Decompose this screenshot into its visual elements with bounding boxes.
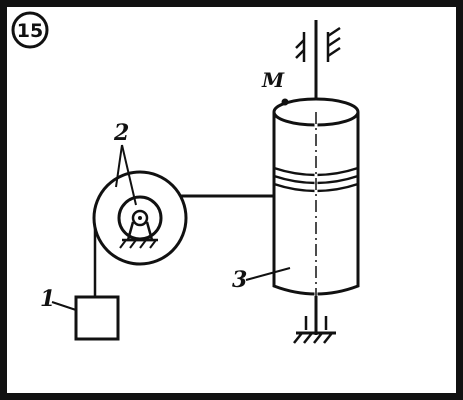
pulley <box>92 170 188 266</box>
label-drum: 3 <box>232 267 247 293</box>
point-m-label: M <box>261 68 285 92</box>
point-m-marker <box>281 98 289 106</box>
top-bearing-support <box>295 26 341 62</box>
bottom-support <box>293 316 336 344</box>
label-pulley: 2 <box>113 120 129 146</box>
problem-number: 15 <box>17 20 43 42</box>
drum-cylinder <box>272 97 360 296</box>
problem-number-badge: 15 <box>11 11 49 49</box>
load-block <box>74 295 120 341</box>
leader-lines <box>51 144 291 311</box>
label-load: 1 <box>40 286 55 312</box>
